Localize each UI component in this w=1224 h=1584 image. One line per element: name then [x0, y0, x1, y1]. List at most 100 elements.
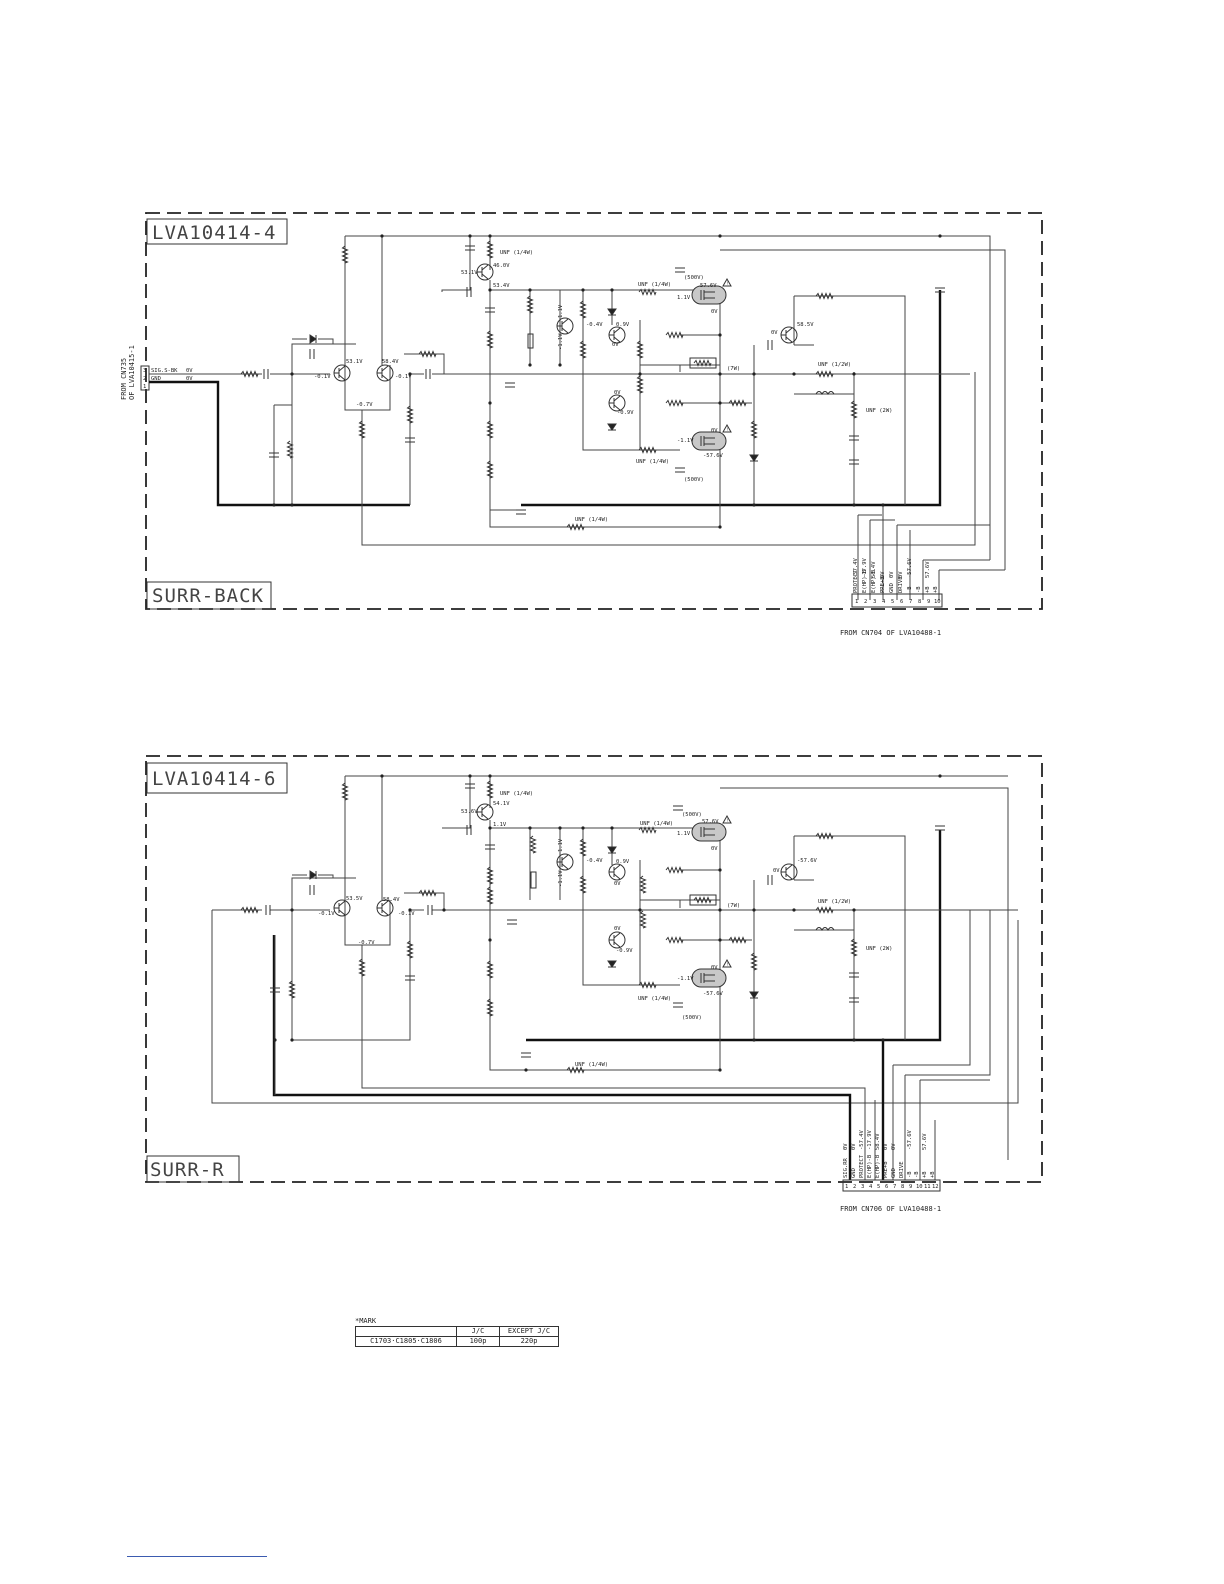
thermistor	[530, 871, 537, 889]
voltage-label: 57.6V	[702, 819, 719, 825]
voltage-label: -0.4V	[586, 858, 603, 864]
pin-voltage: -57.4V	[853, 557, 859, 578]
pin-number: 11	[924, 1184, 931, 1190]
warning-icon	[722, 424, 732, 433]
warning-icon	[722, 815, 732, 824]
voltage-label: 58.4V	[382, 359, 399, 365]
output-mosfet	[691, 968, 727, 988]
capacitor	[263, 368, 269, 380]
voltage-label: 1.1V	[677, 295, 691, 301]
voltage-label: 1.1V	[493, 822, 507, 828]
input-signal: SIG.S-BK	[151, 368, 178, 374]
pin-signal: -B	[907, 1171, 913, 1178]
pin-number: 10	[916, 1184, 923, 1190]
pin-signal: SIG.RR	[843, 1157, 849, 1178]
voltage-label: 0V	[614, 390, 621, 396]
capacitor	[520, 1052, 532, 1058]
pin-signal: GND	[889, 583, 895, 593]
legend-row: C1703·C1805·C1806 100p 220p	[355, 1336, 559, 1347]
pin-signal: E(HP)-B	[867, 1154, 873, 1178]
pin-signal: PROTECT	[859, 1154, 865, 1178]
voltage-label: 0V	[612, 342, 619, 348]
voltage-labels: 53.6V 54.1V 1.1V 53.5V 58.4V -0.1V -0.1V…	[318, 801, 818, 997]
pin-signal: -B	[916, 586, 922, 593]
section-label-box	[146, 581, 272, 610]
pin-number: 8	[901, 1184, 904, 1190]
pin-voltage: 0V	[898, 571, 904, 578]
board-frame	[145, 212, 1043, 610]
voltage-label: 57.6V	[700, 283, 717, 289]
thermistor	[527, 333, 534, 349]
capacitor	[674, 467, 686, 473]
pin-voltage: 57.6V	[922, 1133, 928, 1150]
rating-labels: UNF (1/4W) UNF (1/4W) UNF (1/4W) UNF (1/…	[500, 791, 893, 1068]
power-resistor	[689, 357, 717, 369]
unf-label: UNF (1/2W)	[818, 362, 851, 368]
voltage-label: 53.1V	[461, 270, 478, 276]
capacitor	[934, 825, 946, 831]
diode	[607, 960, 617, 968]
voltage-label: 1.1V	[558, 838, 564, 852]
pin-voltage: 0V	[851, 1143, 857, 1150]
voltage-label: -1.1V	[558, 870, 564, 887]
cap-rating-label: (500V)	[684, 275, 704, 281]
junctions	[273, 774, 942, 1072]
legend-cell: 220p	[499, 1336, 559, 1347]
power-resistor	[689, 894, 717, 906]
input-from-label: FROM CN735	[120, 358, 128, 400]
pin-signal: E(HP)-B	[862, 569, 868, 593]
voltage-label: 54.1V	[493, 801, 510, 807]
pin-number: 7	[909, 599, 912, 605]
voltage-label: 1.1V	[677, 831, 691, 837]
voltage-label: 0V	[614, 926, 621, 932]
voltage-label: -0.1V	[395, 374, 412, 380]
pin-voltage: -17.9V	[867, 1129, 873, 1150]
pin-number: 1	[845, 1184, 848, 1190]
capacitor	[427, 904, 433, 916]
diode	[607, 308, 617, 316]
voltage-label: -0.7V	[358, 940, 375, 946]
voltage-label: 0V	[711, 965, 718, 971]
transistor	[476, 803, 494, 821]
unf-label: UNF (1/4W)	[636, 459, 669, 465]
pin-number: 2	[864, 599, 867, 605]
input-signal: GND	[151, 376, 161, 382]
legend-header-cell: EXCEPT J/C	[499, 1326, 559, 1337]
legend-header-cell: J/C	[456, 1326, 500, 1337]
pin-signal: -B	[907, 586, 913, 593]
resistor-rating-label: (7W)	[727, 903, 740, 909]
warning-icon	[722, 278, 732, 287]
unf-label: UNF (1/4W)	[638, 996, 671, 1002]
cap-rating-label: (500V)	[684, 477, 704, 483]
voltage-label: 0.9V	[616, 322, 630, 328]
resistor	[640, 910, 646, 929]
input-voltage: 0V	[186, 368, 193, 374]
connector-from-label: FROM CN706 OF LVA10488-1	[840, 1205, 941, 1213]
pin-number: 7	[893, 1184, 896, 1190]
pin-number: 3	[861, 1184, 864, 1190]
voltage-label: 0V	[773, 868, 780, 874]
transistor	[376, 364, 394, 382]
capacitor	[515, 509, 527, 515]
transistor	[333, 899, 351, 917]
pin-number: 12	[932, 1184, 939, 1190]
transistor	[556, 317, 574, 335]
pin-signal: E(HP)-B	[871, 569, 877, 593]
voltage-label: -0.1V	[398, 911, 415, 917]
pin-signal: PRE+B	[880, 576, 886, 593]
resistor-rating-label: (7W)	[727, 366, 740, 372]
legend-header-row: J/C EXCEPT J/C	[355, 1326, 559, 1337]
transistor	[780, 326, 798, 344]
transistor	[333, 364, 351, 382]
capacitor	[767, 339, 773, 351]
voltage-label: -57.6V	[703, 991, 724, 997]
legend-table: J/C EXCEPT J/C C1703·C1805·C1806 100p 22…	[355, 1326, 559, 1347]
input-pin: 3	[143, 368, 146, 374]
pin-number: 6	[900, 599, 903, 605]
voltage-label: 58.5V	[797, 322, 814, 328]
pin-number: 8	[918, 599, 921, 605]
capacitor	[674, 267, 686, 273]
voltage-label: -1.1V	[558, 333, 564, 350]
transistor	[608, 326, 626, 344]
